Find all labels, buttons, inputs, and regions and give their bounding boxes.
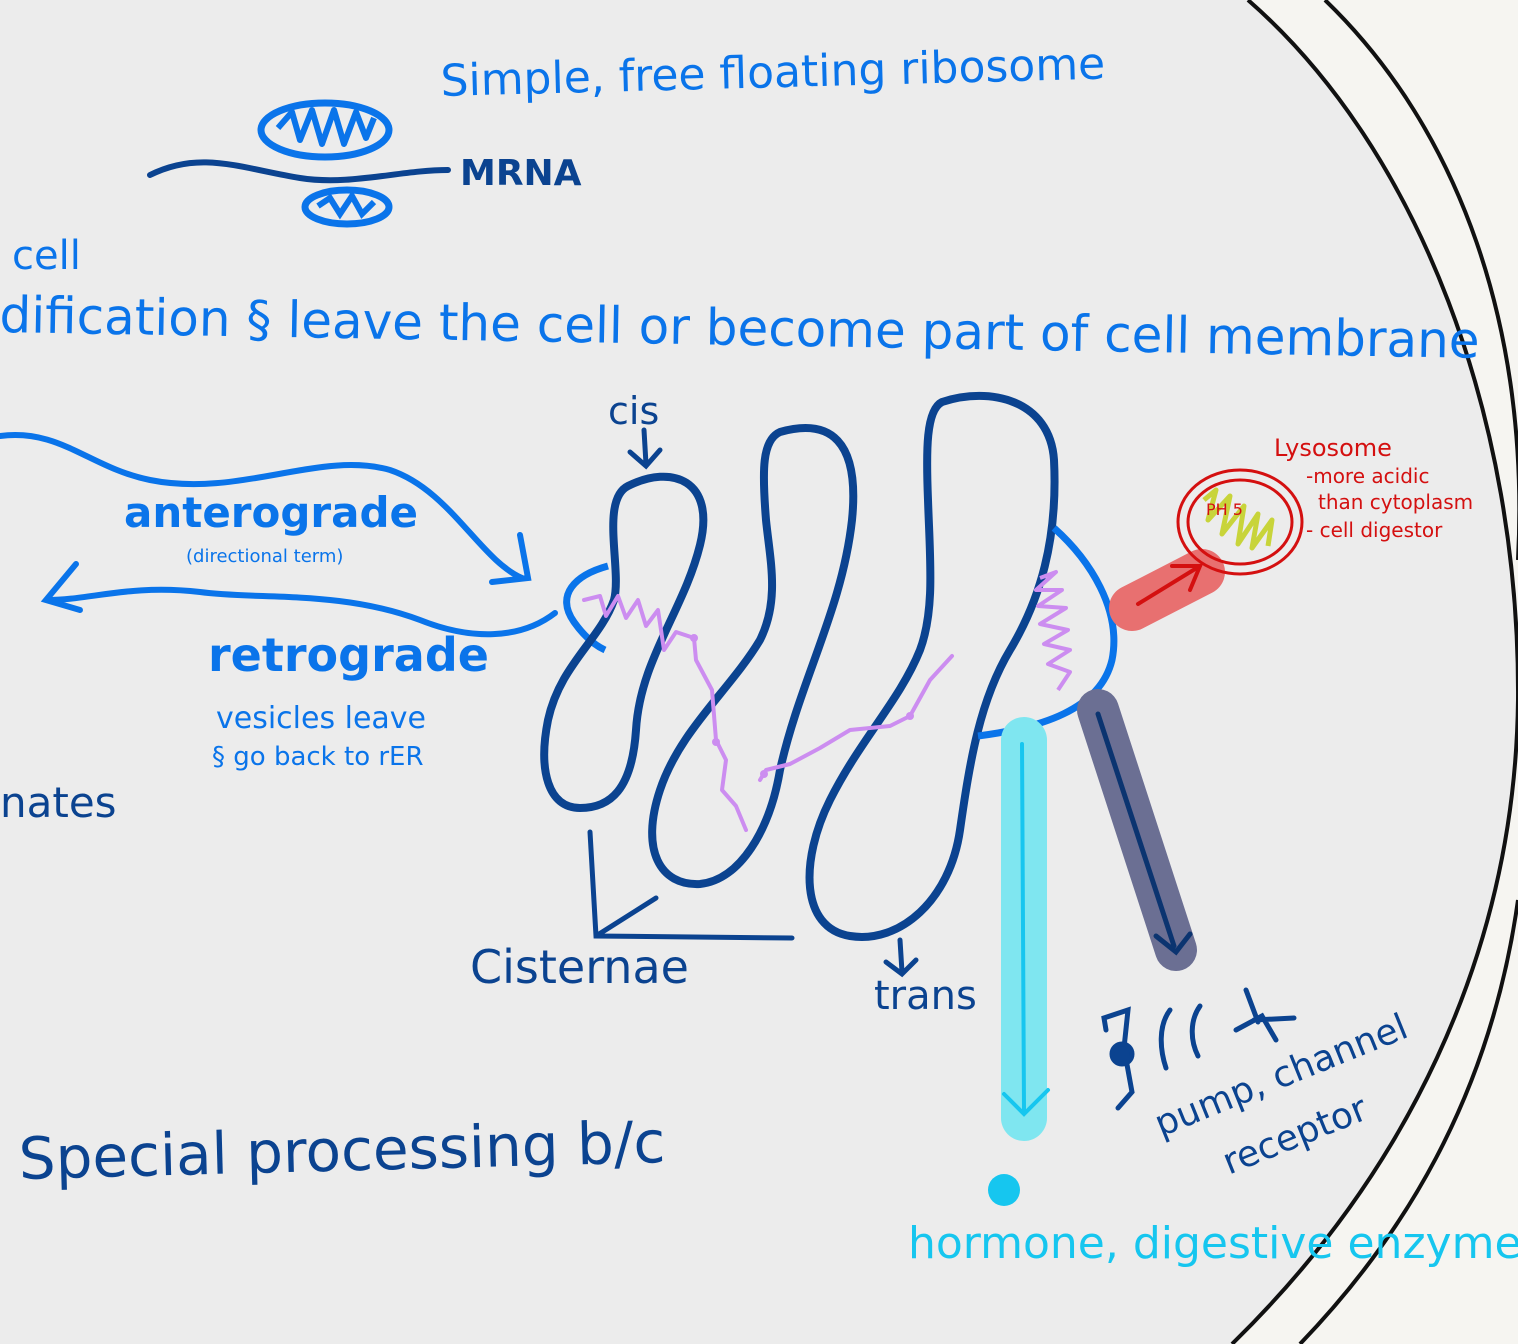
retrograde-arrowhead [40,561,83,613]
trans-label: trans [874,973,977,1019]
vesicles-leave-label: vesicles leave [216,701,427,736]
hormone-label: hormone, digestive enzymes [908,1218,1518,1269]
anterograde-label: anterograde [124,488,419,537]
ribosome-large-subunit [257,99,393,161]
secretion-arrow [1002,742,1050,1117]
lysosome-note-1: -more acidic [1306,464,1430,488]
lysosome-label: Lysosome [1274,434,1392,462]
trans-arrow [883,937,919,978]
lysosome-inner [1186,478,1294,566]
cisternae-bracket [587,829,795,941]
membrane-arrow [1095,711,1193,956]
go-back-label: § go back to rER [212,742,424,772]
protein-dot [690,634,698,642]
pump-icon [1101,1006,1135,1111]
protein-squiggle-3 [1034,570,1072,692]
protein-dot [906,712,914,720]
ribosome-small-scribble [316,190,377,220]
vesicle-cis [563,562,609,654]
ribosome-small-subunit [301,186,393,228]
protein-dot [712,738,720,746]
anterograde-arrowhead [489,532,532,585]
hormone-dot [988,1174,1020,1206]
and-symbol: § [245,290,272,349]
protein-squiggle-1 [582,594,748,832]
cis-label: cis [608,389,660,433]
mrna-label: MRNA [460,153,582,194]
ph-label: PH 5 [1206,500,1243,519]
cisternae-label: Cisternae [470,940,689,994]
cell-membrane-inner [1230,0,1518,1344]
special-processing-label: Special processing b/c [17,1108,667,1193]
protein-dot [760,770,768,778]
cisterna-trans [805,392,1059,941]
receptor-icon [1233,987,1297,1043]
retrograde-label: retrograde [208,628,489,682]
lysosome-note-2: than cytoplasm [1318,490,1474,514]
lysosome-arrow [1136,564,1203,606]
cell-fragment-label: cell [12,233,81,279]
channel-icon [1158,1003,1203,1071]
retrograde-arrow [45,586,558,638]
modification-label: dification [0,286,247,349]
cell-membrane-outer [1323,0,1518,560]
lysosome-enzyme-scribble [1202,487,1275,551]
lysosome-note-3: - cell digestor [1306,518,1443,542]
mrna-strand [147,159,451,184]
protein-squiggle-2 [758,654,954,782]
nates-label: nates [0,778,117,827]
ribosome-large-scribble [275,107,377,147]
cell-membrane-outer-lower [1298,899,1518,1344]
lysosome-outer [1176,468,1304,576]
anterograde-arrow [0,431,525,581]
directional-term-label: (directional term) [186,546,344,567]
cis-arrow [627,427,663,470]
cisterna-medial [648,424,858,889]
